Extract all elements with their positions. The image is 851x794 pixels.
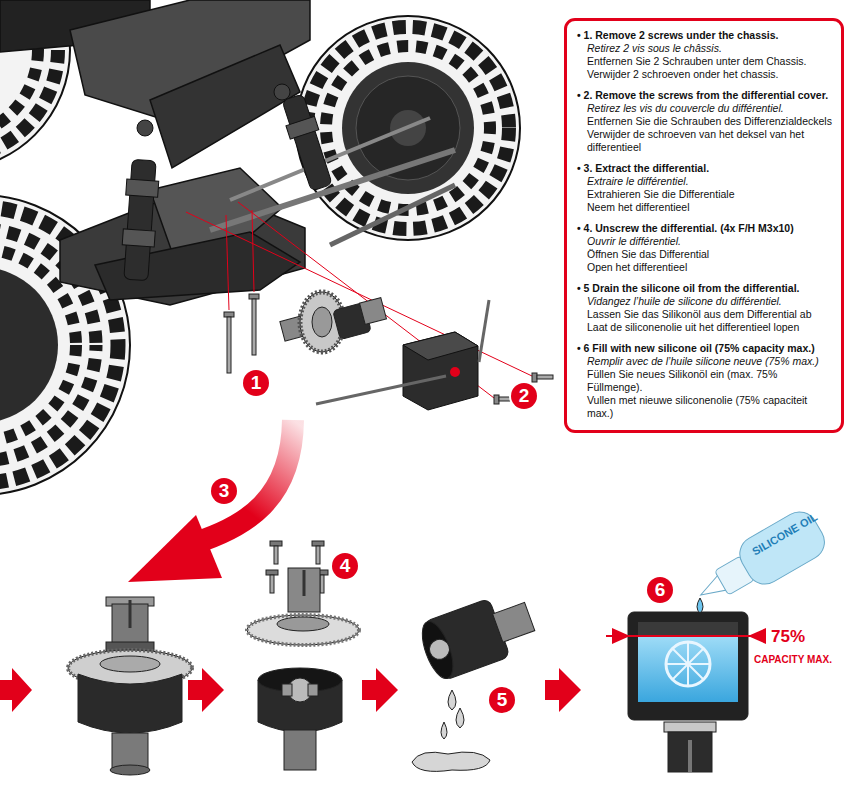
fill-note: CAPACITY MAX.	[754, 654, 832, 665]
differential-filling	[606, 598, 766, 772]
step-heading: • 6 Fill with new silicone oil (75% capa…	[577, 342, 833, 355]
instruction-panel: • 1. Remove 2 screws under the chassis.R…	[564, 18, 844, 433]
callout-number: 4	[332, 553, 358, 579]
step-translation: Extraire le différentiel.	[577, 175, 833, 188]
callout-number: 3	[211, 478, 237, 504]
step-translation: Laat de siliconenolie uit het differenti…	[577, 321, 833, 334]
differential-assembled	[68, 597, 192, 775]
step-translation: Extrahieren Sie die Differentiale	[577, 188, 833, 201]
callout-number: 6	[647, 577, 673, 603]
leader-lines	[186, 202, 532, 398]
callout-number: 5	[489, 687, 515, 713]
oil-bottle	[688, 505, 831, 616]
curved-arrow	[128, 420, 293, 582]
step-translation: Remplir avec de l’huile silicone neuve (…	[577, 355, 833, 368]
step-translation: Verwijder de schroeven van het deksel va…	[577, 128, 833, 154]
step-translation: Open het differentieel	[577, 261, 833, 274]
step-translation: Ouvrir le différentiel.	[577, 235, 833, 248]
step-translation: Vidangez l’huile de silicone du différen…	[577, 295, 833, 308]
differential-housing	[316, 300, 489, 410]
step-translation: Öffnen Sie das Differential	[577, 248, 833, 261]
callout-number: 1	[243, 370, 269, 396]
step-translation: Neem het differentieel	[577, 201, 833, 214]
step-heading: • 1. Remove 2 screws under the chassis.	[577, 29, 833, 42]
differential-exploded	[280, 292, 387, 352]
step-translation: Lassen Sie das Silikonöl aus dem Differe…	[577, 308, 833, 321]
step-heading: • 4. Unscrew the differential. (4x F/H M…	[577, 222, 833, 235]
step-translation: Entfernen Sie die Schrauben des Differen…	[577, 115, 833, 128]
step-translation: Verwijder 2 schroeven onder het chassis.	[577, 68, 833, 81]
step-translation: Retirez 2 vis sous le châssis.	[577, 42, 833, 55]
differential-draining	[412, 587, 540, 771]
callout-number: 2	[511, 383, 537, 409]
step-translation: Vullen met nieuwe siliconenolie (75% cap…	[577, 394, 833, 420]
step-heading: • 5 Drain the silicone oil from the diff…	[577, 282, 833, 295]
step-heading: • 2. Remove the screws from the differen…	[577, 89, 833, 102]
step-translation: Füllen Sie neues Silikonöl ein (max. 75%…	[577, 368, 833, 394]
step-translation: Entfernen Sie 2 Schrauben unter dem Chas…	[577, 55, 833, 68]
step-translation: Retirez les vis du couvercle du différen…	[577, 102, 833, 115]
screws	[224, 294, 553, 404]
differential-opened	[247, 541, 359, 770]
fill-level: 75%	[771, 627, 805, 647]
step-heading: • 3. Extract the differential.	[577, 162, 833, 175]
